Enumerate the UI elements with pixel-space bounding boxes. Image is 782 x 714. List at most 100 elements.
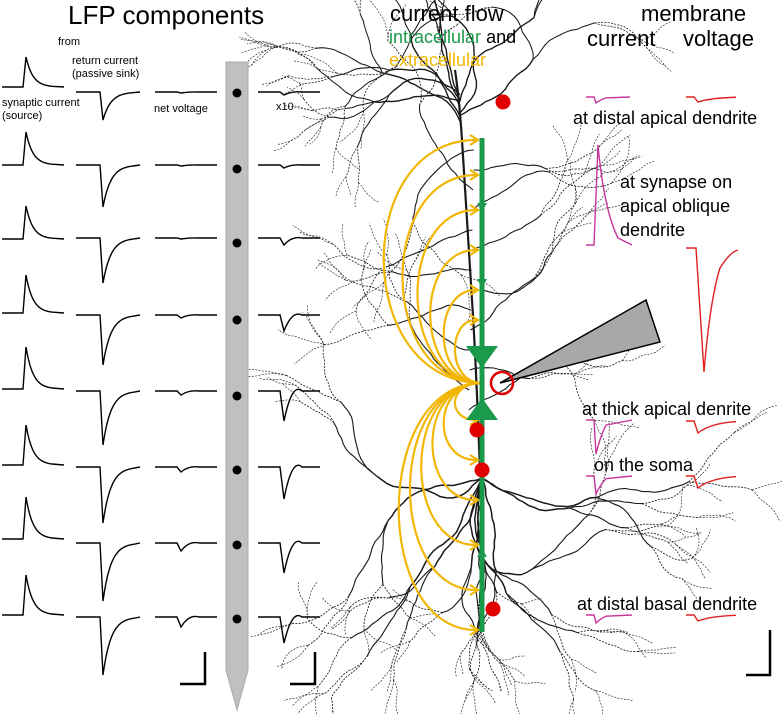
dendrite-branch — [376, 251, 407, 271]
dendrite-branch — [661, 523, 686, 537]
dendrite-branch — [473, 162, 547, 171]
dendrite-branch — [355, 265, 389, 312]
dendrite-branch — [599, 156, 642, 166]
dendrite-branch — [300, 76, 333, 85]
dendrite-branch — [622, 345, 666, 362]
intracellular-arrow-down — [477, 203, 487, 212]
dendrite-branch — [425, 0, 440, 35]
dendrite-branch — [478, 600, 483, 632]
dendrite-branch — [297, 582, 308, 619]
dendrite-branch — [302, 115, 322, 120]
dendrite-branch — [437, 0, 454, 17]
dendrite-branch — [391, 588, 411, 603]
dendrite-branch — [409, 617, 436, 637]
dendrite-branch — [330, 606, 351, 629]
dendrite-branch — [577, 632, 638, 653]
dendrite-branch — [344, 69, 391, 107]
return-current-trace — [76, 91, 141, 121]
return-current-trace — [76, 237, 141, 284]
x10-voltage-trace — [258, 164, 320, 169]
dendrite-branch — [307, 305, 324, 343]
dendrite-branch — [246, 47, 276, 64]
dendrite-branch — [496, 591, 522, 605]
dendrite-branch — [324, 281, 353, 301]
dendrite-branch — [637, 651, 675, 655]
recording-site-dot — [232, 540, 242, 550]
dendrite-branch — [461, 623, 484, 653]
dendrite-branch — [368, 223, 388, 256]
dendrite-branch — [331, 611, 351, 630]
dendrite-branch — [551, 202, 577, 253]
dendrite-branch — [641, 42, 666, 66]
dendrite-branch — [599, 134, 631, 166]
dendrite-branch — [460, 274, 471, 323]
dendrite-branch — [582, 133, 600, 176]
dendrite-branch — [533, 222, 569, 279]
dendrite-branch — [606, 157, 636, 173]
dendrite-branch — [469, 639, 479, 680]
dendrite-branch — [317, 261, 346, 281]
dendrite-branch — [696, 512, 734, 518]
dendrite-branch — [335, 176, 347, 197]
dendrite-branch — [641, 21, 672, 41]
dendrite-branch — [605, 525, 668, 532]
dendrite-branch — [328, 101, 375, 120]
dendrite-branch — [348, 520, 389, 597]
dendrite-branch — [419, 43, 443, 106]
dendrite-branch — [359, 14, 383, 74]
return-current-trace — [76, 314, 141, 366]
dendrite-branch — [382, 72, 461, 122]
dendrite-branch — [476, 477, 507, 594]
return-current-trace — [76, 164, 141, 208]
dendrite-branch — [292, 225, 333, 245]
dendrite-branch — [548, 171, 612, 189]
dendrite-branch — [681, 578, 713, 589]
dendrite-branch — [412, 149, 475, 219]
dendrite-branch — [681, 578, 698, 599]
dendrite-branch — [477, 629, 500, 660]
lfp-components-title: LFP components — [68, 0, 265, 30]
extracellular-current-arc — [420, 381, 483, 547]
extracellular-arrowhead — [469, 244, 481, 256]
membrane-current-trace — [586, 144, 633, 246]
dendrite-branch — [410, 0, 436, 35]
dendrite-branch — [360, 279, 389, 326]
dendrite-branch — [303, 98, 330, 118]
dendrite-branch — [551, 614, 572, 660]
extracellular-current-arc — [442, 288, 483, 385]
dendrite-branch — [596, 496, 652, 548]
dendrite-branch — [686, 484, 723, 502]
dendrite-branch — [387, 229, 473, 267]
dendrite-branch — [297, 692, 327, 714]
extracellular-arrowhead — [469, 494, 481, 506]
dendrite-branch — [459, 58, 534, 117]
dendrite-branch — [667, 541, 689, 564]
extracellular-arrowhead — [469, 134, 481, 146]
net-voltage-trace — [155, 91, 217, 94]
net-voltage-trace — [155, 164, 217, 167]
recording-site-dot — [232, 614, 242, 624]
dendrite-branch — [325, 324, 389, 346]
net-voltage-trace — [155, 314, 217, 319]
electrode-shaft — [225, 61, 249, 712]
dendrite-branch — [611, 136, 630, 184]
dendrite-branch — [333, 422, 378, 477]
dendrite-branch — [363, 584, 384, 630]
dendrite-branch — [382, 584, 411, 619]
dendrite-branch — [267, 377, 297, 387]
dendrite-branch — [282, 383, 301, 402]
extracellular-arrowhead — [469, 584, 481, 596]
and-label: and — [486, 27, 517, 47]
dendrite-branch — [316, 67, 375, 103]
extracellular-current-arc — [429, 248, 483, 385]
dendrite-branch — [514, 680, 521, 714]
dendrite-branch — [373, 282, 385, 324]
passive-sink-label: (passive sink) — [72, 68, 140, 80]
dendrite-branch — [641, 39, 675, 54]
net-voltage-label: net voltage — [154, 103, 208, 115]
dendrite-branch — [335, 106, 346, 149]
dendrite-branch — [392, 268, 472, 278]
dendrite-branch — [389, 68, 461, 109]
dendrite-branch — [751, 489, 781, 522]
net-voltage-trace — [155, 615, 217, 629]
